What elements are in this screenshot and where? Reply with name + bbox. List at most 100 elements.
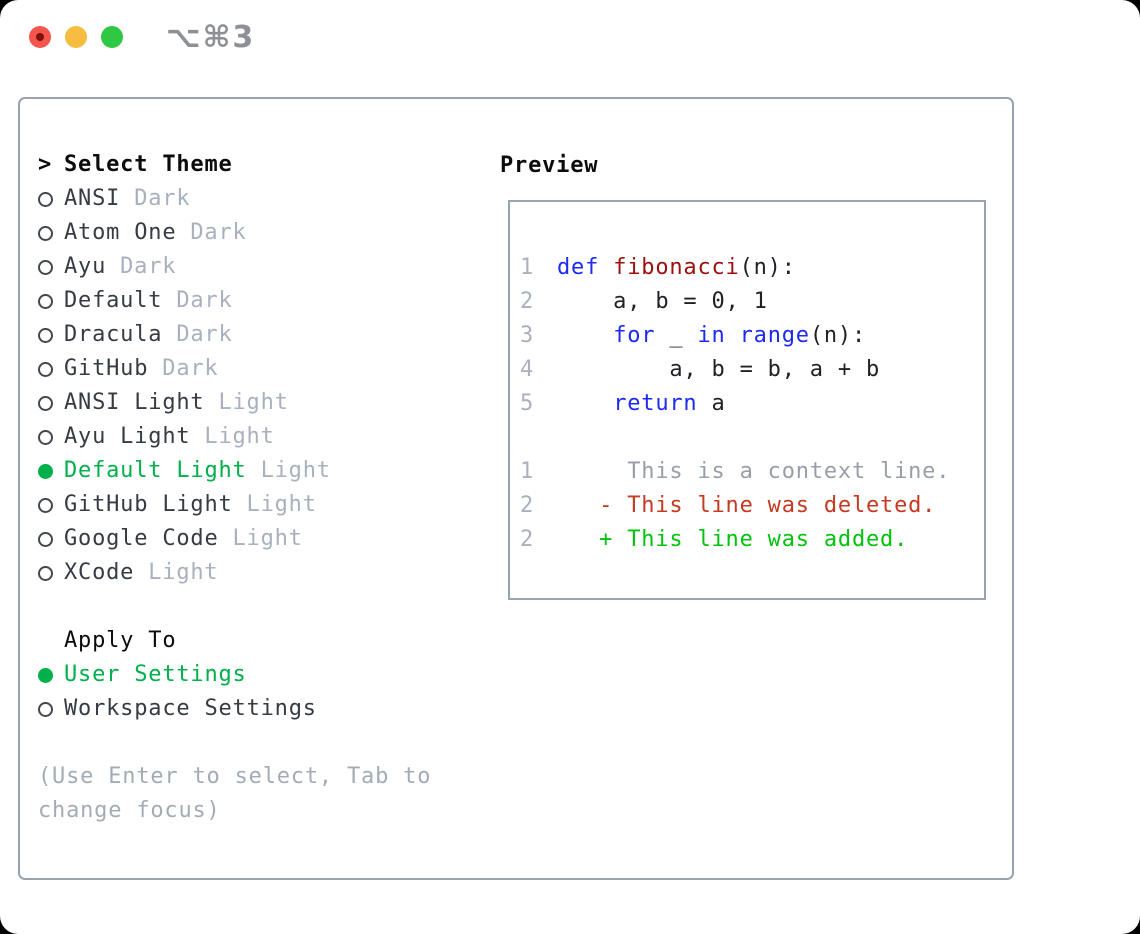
theme-name: Default Light bbox=[64, 458, 247, 483]
line-number: 5 bbox=[520, 391, 535, 416]
zoom-button[interactable] bbox=[101, 26, 123, 48]
minimize-button[interactable] bbox=[65, 26, 87, 48]
theme-option-default-dark[interactable]: Default Dark bbox=[38, 284, 478, 318]
blank-line bbox=[520, 421, 984, 455]
section-gap bbox=[38, 590, 478, 624]
theme-name: Dracula bbox=[64, 322, 163, 347]
theme-option-dracula-dark[interactable]: Dracula Dark bbox=[38, 318, 478, 352]
line-number: 2 bbox=[520, 527, 535, 552]
line-number: 2 bbox=[520, 493, 535, 518]
code-token: (n): bbox=[809, 323, 867, 348]
theme-variant: Dark bbox=[176, 288, 233, 313]
radio-icon bbox=[38, 701, 53, 717]
line-number: 1 bbox=[520, 255, 535, 280]
theme-option-github-dark[interactable]: GitHub Dark bbox=[38, 352, 478, 386]
apply-option-user-settings[interactable]: User Settings bbox=[38, 658, 478, 692]
theme-name: Google Code bbox=[64, 526, 219, 551]
apply-to-title: Apply To bbox=[64, 628, 177, 653]
code-token: a bbox=[697, 391, 726, 416]
theme-option-ayu-dark[interactable]: Ayu Dark bbox=[38, 250, 478, 284]
theme-list-title: Select Theme bbox=[64, 152, 233, 177]
radio-icon bbox=[38, 327, 53, 343]
radio-icon-selected bbox=[38, 463, 53, 479]
select-theme-header: > Select Theme bbox=[38, 148, 478, 182]
theme-option-ayu-light[interactable]: Ayu Light Light bbox=[38, 420, 478, 454]
theme-name: ANSI bbox=[64, 186, 121, 211]
code-token: a, b = 0, 1 bbox=[557, 289, 768, 314]
theme-variant: Dark bbox=[162, 356, 219, 381]
theme-option-xcode-light[interactable]: XCode Light bbox=[38, 556, 478, 590]
radio-icon bbox=[38, 497, 53, 513]
deleted-text: - This line was deleted. bbox=[557, 493, 937, 518]
window-shortcut-label: ⌥⌘3 bbox=[166, 20, 256, 55]
theme-variant: Light bbox=[204, 424, 275, 449]
section-gap bbox=[38, 726, 478, 760]
preview-title: Preview bbox=[500, 153, 599, 178]
apply-option-label: Workspace Settings bbox=[64, 696, 317, 721]
theme-variant: Light bbox=[260, 458, 331, 483]
function-token: fibonacci bbox=[613, 255, 740, 280]
title-bar: ⌥⌘3 bbox=[0, 0, 1140, 76]
radio-icon bbox=[38, 293, 53, 309]
theme-option-default-light[interactable]: Default Light Light bbox=[38, 454, 478, 488]
theme-option-ansi-light[interactable]: ANSI Light Light bbox=[38, 386, 478, 420]
line-number: 4 bbox=[520, 357, 535, 382]
theme-variant: Dark bbox=[120, 254, 177, 279]
theme-variant: Dark bbox=[176, 322, 233, 347]
theme-option-github-light[interactable]: GitHub Light Light bbox=[38, 488, 478, 522]
code-line: 5 return a bbox=[520, 387, 984, 421]
radio-icon bbox=[38, 429, 53, 445]
theme-variant: Dark bbox=[190, 220, 247, 245]
apply-option-workspace-settings[interactable]: Workspace Settings bbox=[38, 692, 478, 726]
radio-icon bbox=[38, 259, 53, 275]
radio-icon bbox=[38, 191, 53, 207]
theme-selector-panel: > Select Theme ANSI Dark Atom One Dark A… bbox=[18, 97, 1014, 880]
theme-option-google-code-light[interactable]: Google Code Light bbox=[38, 522, 478, 556]
code-line: 3 for _ in range(n): bbox=[520, 319, 984, 353]
code-token: _ bbox=[655, 323, 698, 348]
apply-to-header: Apply To bbox=[38, 624, 478, 658]
theme-list: > Select Theme ANSI Dark Atom One Dark A… bbox=[38, 148, 478, 828]
theme-name: Ayu bbox=[64, 254, 107, 279]
code-line: 1 def fibonacci(n): bbox=[520, 251, 984, 285]
keyword-token: def bbox=[557, 255, 600, 280]
added-text: + This line was added. bbox=[557, 527, 909, 552]
keyword-token: in bbox=[697, 323, 726, 348]
line-number: 3 bbox=[520, 323, 535, 348]
radio-icon bbox=[38, 565, 53, 581]
theme-option-ansi-dark[interactable]: ANSI Dark bbox=[38, 182, 478, 216]
radio-icon bbox=[38, 361, 53, 377]
code-token: (n): bbox=[739, 255, 796, 280]
line-number: 1 bbox=[520, 459, 535, 484]
theme-name: ANSI Light bbox=[64, 390, 205, 415]
diff-context-line: 1 This is a context line. bbox=[520, 455, 984, 489]
theme-variant: Light bbox=[218, 390, 289, 415]
focus-caret: > bbox=[38, 152, 53, 177]
theme-option-atom-one-dark[interactable]: Atom One Dark bbox=[38, 216, 478, 250]
help-text: (Use Enter to select, Tab to change focu… bbox=[38, 764, 432, 823]
theme-name: GitHub Light bbox=[64, 492, 233, 517]
theme-variant: Light bbox=[232, 526, 303, 551]
code-line: 4 a, b = b, a + b bbox=[520, 353, 984, 387]
theme-variant: Light bbox=[148, 560, 219, 585]
keyword-token: for bbox=[613, 323, 656, 348]
builtin-token: range bbox=[739, 323, 810, 348]
context-text: This is a context line. bbox=[557, 459, 951, 484]
diff-deleted-line: 2 - This line was deleted. bbox=[520, 489, 984, 523]
radio-icon bbox=[38, 225, 53, 241]
theme-name: Atom One bbox=[64, 220, 177, 245]
theme-name: Default bbox=[64, 288, 163, 313]
code-line: 2 a, b = 0, 1 bbox=[520, 285, 984, 319]
theme-variant: Dark bbox=[134, 186, 191, 211]
diff-added-line: 2 + This line was added. bbox=[520, 523, 984, 557]
code-token: a, b = b, a + b bbox=[557, 357, 881, 382]
apply-option-label: User Settings bbox=[64, 662, 247, 687]
radio-icon bbox=[38, 531, 53, 547]
close-button[interactable] bbox=[29, 26, 51, 48]
theme-name: Ayu Light bbox=[64, 424, 191, 449]
theme-name: GitHub bbox=[64, 356, 149, 381]
theme-variant: Light bbox=[246, 492, 317, 517]
